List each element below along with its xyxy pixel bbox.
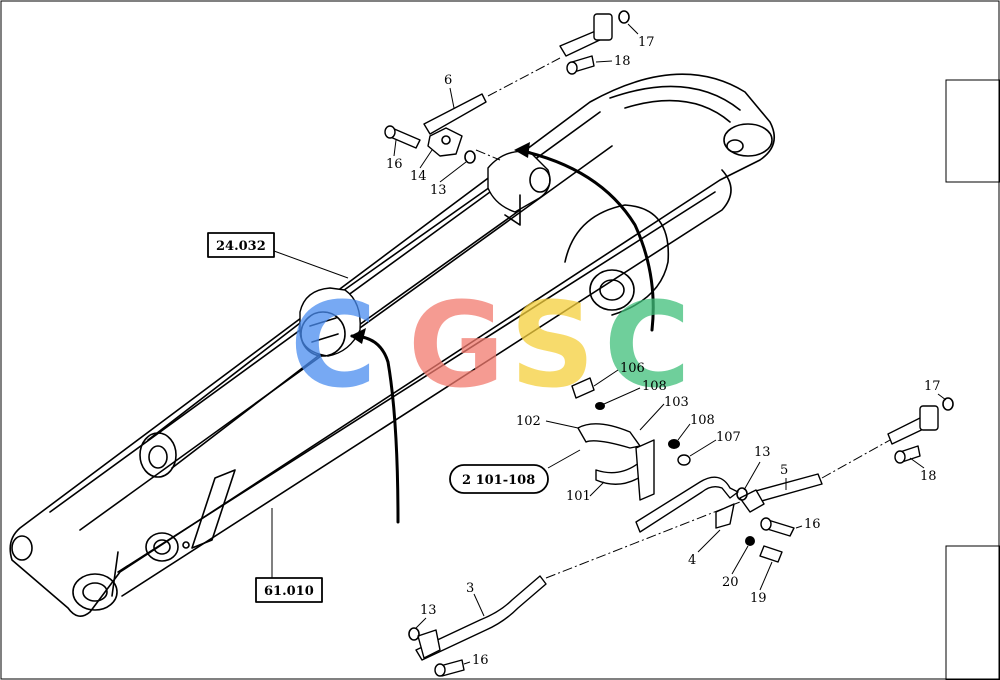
boom-cylinder: [139, 150, 551, 478]
callout-102: 102: [516, 414, 541, 429]
callout-13-right: 13: [754, 445, 771, 460]
hose-routing: [350, 142, 655, 524]
watermark-letter-3: S: [510, 276, 595, 414]
callout-14: 14: [410, 169, 427, 184]
callout-16-lower: 16: [472, 653, 489, 668]
ref-box-cylinder: 24.032: [216, 239, 266, 254]
clamp-kit: [571, 377, 691, 501]
side-tab-lower: [945, 545, 1000, 680]
callout-16-upper: 16: [386, 157, 403, 172]
watermark-letter-1: C: [290, 276, 377, 414]
callout-13-lower: 13: [420, 603, 437, 618]
watermark: C G S C: [290, 276, 691, 414]
callout-108-upper: 108: [642, 379, 667, 394]
side-tab-upper: [945, 79, 1000, 183]
callout-106: 106: [620, 361, 645, 376]
callout-103: 103: [664, 395, 689, 410]
callout-17-upper: 17: [638, 35, 655, 50]
callout-18-right: 18: [920, 469, 937, 484]
callout-107: 107: [716, 430, 741, 445]
upper-fittings: [384, 10, 630, 164]
callout-108-lower: 108: [690, 413, 715, 428]
callout-5: 5: [780, 463, 788, 478]
callouts: 17 18 6 16 14 13 106 108 103 102 108 107…: [386, 23, 947, 668]
callout-6: 6: [444, 73, 452, 88]
callout-16-right: 16: [804, 517, 821, 532]
callout-101: 101: [566, 489, 591, 504]
callout-13-upper: 13: [430, 183, 447, 198]
callout-4: 4: [688, 553, 696, 568]
watermark-letter-4: C: [604, 276, 691, 414]
watermark-letter-2: G: [408, 276, 505, 414]
callout-19: 19: [750, 591, 767, 606]
ref-box-boom: 61.010: [264, 584, 314, 599]
callout-17-right: 17: [924, 379, 941, 394]
lower-fittings: [408, 397, 954, 677]
ref-box-kit: 2 101-108: [462, 473, 535, 488]
reference-boxes: 24.032 61.010 2 101-108: [207, 232, 581, 603]
callout-3: 3: [466, 581, 474, 596]
callout-18-upper: 18: [614, 54, 631, 69]
callout-20: 20: [722, 575, 739, 590]
